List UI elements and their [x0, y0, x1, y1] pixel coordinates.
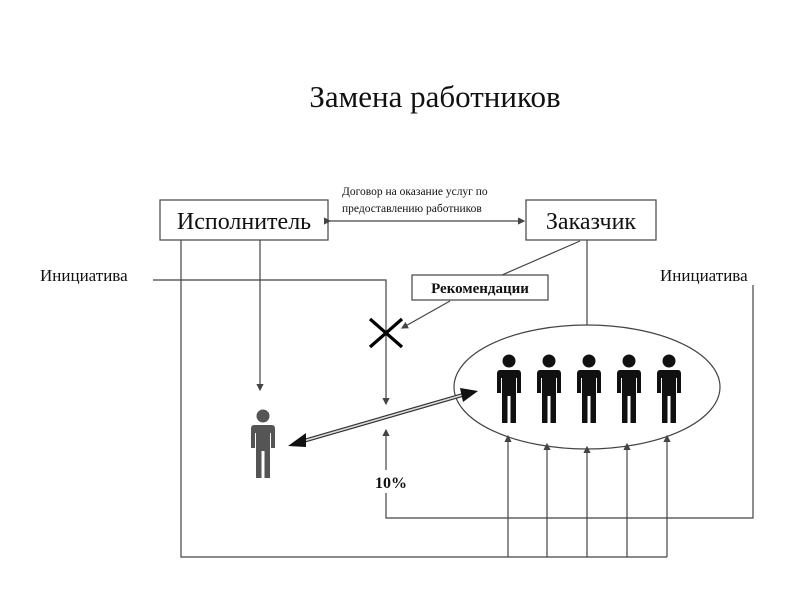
contract-label-line1: Договор на оказание услуг по — [342, 186, 488, 198]
group-input-arrows — [504, 434, 671, 557]
recommendations-box: Рекомендации — [411, 274, 549, 301]
customer-to-recommendations-line — [501, 240, 581, 276]
executor-label: Исполнитель — [177, 209, 311, 235]
replaced-worker-icon — [251, 409, 275, 478]
initiative-left-label: Инициатива — [40, 266, 128, 285]
blocked-cross-icon — [368, 317, 404, 349]
swap-arrow — [288, 388, 478, 447]
executor-bottom-loop — [180, 240, 667, 558]
recommendations-label: Рекомендации — [431, 281, 529, 297]
percent-label: 10% — [375, 475, 407, 492]
person-icon — [537, 354, 561, 423]
person-icon — [657, 354, 681, 423]
person-icon — [617, 354, 641, 423]
contract-label-line2: предоставлению работников — [342, 203, 482, 215]
worker-group — [497, 354, 681, 423]
customer-box: Заказчик — [525, 199, 657, 241]
customer-label: Заказчик — [546, 209, 637, 235]
right-initiative-line — [385, 285, 754, 519]
left-initiative-line — [153, 279, 390, 406]
page-title: Замена работников — [309, 79, 560, 114]
initiative-right-label: Инициатива — [660, 266, 748, 285]
executor-box: Исполнитель — [159, 199, 329, 241]
person-icon — [577, 354, 601, 423]
person-icon — [497, 354, 521, 423]
recommendations-arrow — [400, 300, 451, 329]
